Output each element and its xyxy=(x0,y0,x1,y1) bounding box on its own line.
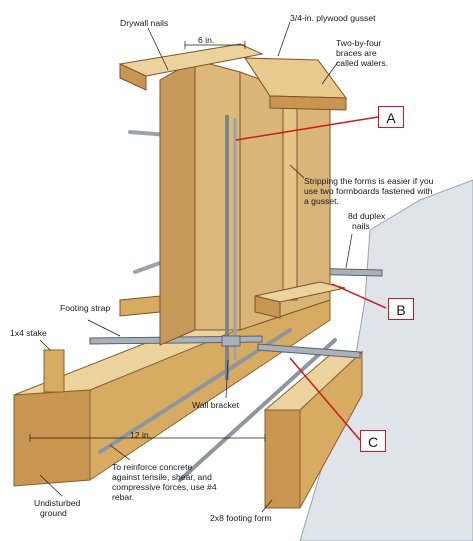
undisturbed-ground xyxy=(299,179,473,541)
rebar-line3: compressive forces, use #4 xyxy=(112,482,217,492)
rebar-line4: rebar. xyxy=(112,492,134,502)
form-left-face xyxy=(159,59,196,346)
waler-left-face xyxy=(119,63,147,91)
walers-line2: braces are xyxy=(336,48,377,58)
stripping-line3: a gusset. xyxy=(304,196,339,206)
form-left-plywood xyxy=(194,59,241,331)
rebar-2 xyxy=(178,338,337,482)
footing-strap xyxy=(89,335,263,345)
footing-form-right-side xyxy=(299,350,363,509)
six-in-label: 6 in. xyxy=(198,35,215,45)
stake-label: 1x4 stake xyxy=(10,328,47,338)
waler-left-lower xyxy=(119,295,161,317)
footing-strap-label: Footing strap xyxy=(60,303,111,313)
ground-line2: ground xyxy=(40,508,67,518)
footing-form-right-face xyxy=(264,409,301,509)
stake xyxy=(43,349,65,393)
stripping-line1: Stripping the forms is easier if you xyxy=(304,176,434,186)
rebar-line1: To reinforce concrete xyxy=(112,462,193,472)
drywall-nails-label: Drywall nails xyxy=(120,18,169,28)
callout-c: C xyxy=(360,430,386,452)
plywood-gusset-label: 3/4-in. plywood gusset xyxy=(290,13,376,23)
twelve-in-label: 12 in. xyxy=(130,430,152,440)
callout-a: A xyxy=(378,106,404,128)
walers-line1: Two-by-four xyxy=(336,38,382,48)
leader-lines xyxy=(29,21,353,513)
footing-form-label: 2x8 footing form xyxy=(210,513,272,523)
gusset-face xyxy=(269,95,347,111)
duplex-line1: 8d duplex xyxy=(348,211,386,221)
stripping-line2: use two formboards fastened with xyxy=(304,186,433,196)
duplex-line2: nails xyxy=(352,221,370,231)
rebar-line2: against tensile, shear, and xyxy=(112,472,212,482)
wall-bracket-plate xyxy=(221,335,241,347)
callout-b: B xyxy=(388,298,414,320)
wall-bracket-label: Wall bracket xyxy=(192,400,239,410)
walers-line3: called walers. xyxy=(336,58,389,68)
callout-lines xyxy=(235,116,387,441)
footing-strap-2 xyxy=(257,343,361,359)
ground-line1: Undisturbed xyxy=(34,498,81,508)
waler-lower-face xyxy=(254,295,281,319)
